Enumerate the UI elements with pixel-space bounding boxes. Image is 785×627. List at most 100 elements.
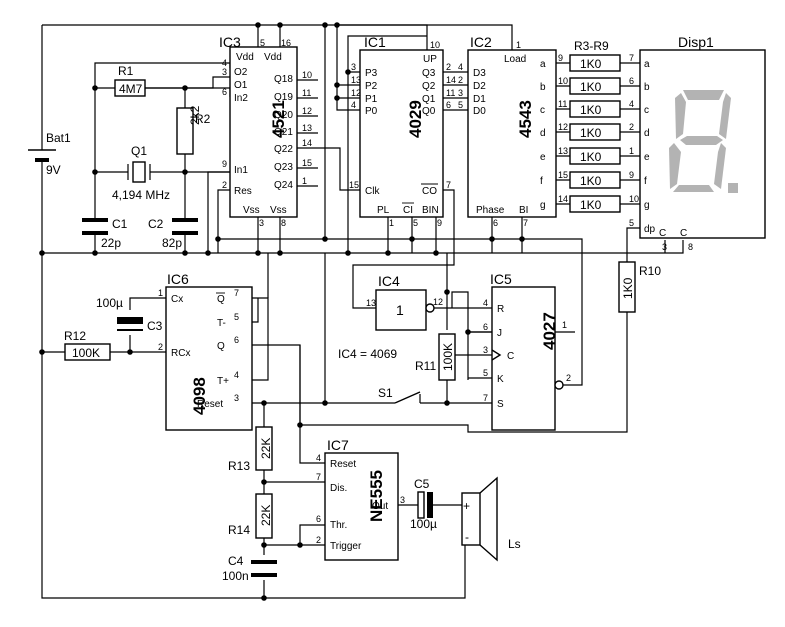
ic6: IC6 4098 Cx RCx Q T- Q T+ Reset 1 2 7 5 … [158, 271, 253, 431]
ic2-pin11: 11 [558, 99, 567, 109]
ic5-j: J [497, 328, 502, 339]
ic3-pin12: 12 [302, 106, 312, 116]
capacitor-c4: C4 100n [222, 554, 277, 583]
ic2-g: g [540, 200, 546, 211]
ic3-q22: Q22 [274, 144, 293, 155]
disp-num-g: 10 [629, 194, 639, 204]
ic5-pin2: 2 [566, 373, 571, 383]
ic4-pin13: 13 [366, 298, 376, 308]
ic1-pin15: 15 [349, 180, 359, 190]
capacitor-c5: C5 100µ [410, 477, 437, 531]
ic6-pin7: 7 [234, 288, 239, 298]
c3-value: 100µ [96, 296, 123, 310]
r1-ref: R1 [118, 64, 134, 78]
ic7-ref: IC7 [327, 437, 349, 453]
r12-ref: R12 [64, 329, 86, 343]
q1-ref: Q1 [131, 144, 147, 158]
ic1-p1: P1 [365, 94, 378, 105]
s1-ref: S1 [378, 386, 393, 400]
r2-ref: R2 [195, 112, 211, 126]
disp-pin-c: c [644, 105, 649, 116]
ic3-vdd1: Vdd [236, 52, 254, 63]
ic5-ref: IC5 [490, 271, 512, 287]
ic1-pin7: 7 [446, 180, 451, 190]
ic6-pin4: 4 [234, 370, 239, 380]
c2-value: 82p [162, 236, 182, 250]
ic2-pin6: 6 [493, 218, 498, 228]
ic3-vss2: Vss [270, 205, 287, 216]
ic3-q24: Q24 [274, 180, 293, 191]
ic6-pin2: 2 [158, 342, 163, 352]
ic2-pin15: 15 [558, 170, 568, 180]
ls-plus: + [463, 499, 470, 513]
ic3-part: 4521 [269, 100, 288, 138]
capacitor-c2: C2 82p [148, 217, 198, 250]
ic1-q1: Q1 [422, 94, 436, 105]
disp-pin-b: b [644, 82, 650, 93]
capacitor-c1: C1 22p [82, 217, 128, 250]
ic6-qbar: Q [217, 294, 225, 305]
ic7-dis: Dis. [330, 483, 347, 494]
ic1-pin3: 3 [351, 62, 356, 72]
ic2-pin12: 12 [558, 122, 568, 132]
battery-ref: Bat1 [46, 131, 71, 145]
ic5-part: 4027 [540, 312, 559, 350]
seven-segment-digit-icon [669, 90, 738, 193]
ic6-part: 4098 [190, 377, 209, 415]
ic1-q3: Q3 [422, 68, 436, 79]
disp-pin-e: e [644, 152, 650, 163]
resnet-ref: R3-R9 [574, 39, 609, 53]
ic2-part: 4543 [516, 100, 535, 138]
ic2-pin3: 3 [458, 88, 463, 98]
ic2-f: f [540, 176, 543, 187]
ic1-q0: Q0 [422, 106, 436, 117]
ic7-pin3: 3 [400, 495, 405, 505]
c5-value: 100µ [410, 517, 437, 531]
ic2-pin5: 5 [458, 100, 463, 110]
ic3-pin15: 15 [302, 158, 312, 168]
ic3-pin13: 13 [302, 123, 312, 133]
ic1-co: CO [422, 186, 437, 197]
ic7-pin6: 6 [316, 514, 321, 524]
ic2-d: d [540, 128, 546, 139]
ic3-ref: IC3 [219, 34, 241, 50]
c2-ref: C2 [148, 217, 164, 231]
ic5-pin5: 5 [483, 368, 488, 378]
disp-num-d: 2 [629, 122, 634, 132]
ic5-s: S [497, 399, 504, 410]
ic7-out: Out [372, 501, 388, 512]
resistor-r2: R2 2k2 [176, 105, 211, 155]
resistor-r1: R1 4M7 [114, 64, 146, 97]
ic2-pin14: 14 [558, 194, 568, 204]
ic1-pl: PL [377, 205, 390, 216]
c4-ref: C4 [228, 554, 244, 568]
switch-s1[interactable]: S1 [378, 386, 421, 404]
ic4-ref: IC4 [378, 273, 400, 289]
ic3-pin16: 16 [281, 38, 291, 48]
ic5: IC5 4027 R J C K S 4 6 3 5 7 1 2 [483, 271, 571, 431]
ic3-pin9: 9 [222, 159, 227, 169]
ic3-q20: Q20 [274, 110, 293, 121]
ic7-part: NE555 [367, 470, 386, 522]
battery-value: 9V [46, 163, 61, 177]
r12-value: 100K [72, 346, 100, 360]
ic2-d0: D0 [473, 106, 486, 117]
ic1-up: UP [423, 54, 437, 65]
ic3-o2: O2 [234, 67, 248, 78]
crystal-q1: Q1 4,194 MHz [112, 144, 170, 202]
ic2-load: Load [504, 54, 526, 65]
ic2-ref: IC2 [470, 34, 492, 50]
ic1-p3: P3 [365, 68, 378, 79]
ic1-bin: BIN [422, 205, 439, 216]
ic3-q21: Q21 [274, 127, 293, 138]
ic1-pin5: 5 [413, 218, 418, 228]
ic6-q: Q [217, 341, 225, 352]
resistor-r10: R10 1K0 [618, 261, 661, 313]
ic6-pin6: 6 [234, 335, 239, 345]
ic3-vdd2: Vdd [264, 52, 282, 63]
r2-value: 2k2 [188, 105, 202, 125]
ic1-pin2: 2 [446, 62, 451, 72]
q1-value: 4,194 MHz [112, 188, 170, 202]
ic7-reset: Reset [330, 459, 356, 470]
ic6-tplus: T+ [217, 376, 229, 387]
